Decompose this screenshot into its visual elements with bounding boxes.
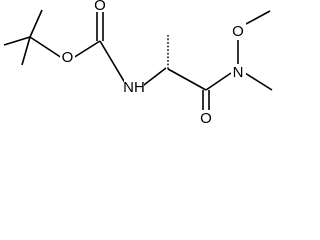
n-carbamate-label-bg xyxy=(124,80,144,96)
o-ester-label-bg xyxy=(60,50,75,66)
bond-methoxy-oxygen-to-methyl xyxy=(245,10,271,25)
o-boc-carbonyl-label: O xyxy=(94,0,106,14)
n-carbamate-label: NH xyxy=(123,79,145,96)
chemical-structure: O O NH O N O xyxy=(0,0,284,132)
o-methoxy-label-bg xyxy=(231,23,246,40)
bond-amide-carbonyl-to-n xyxy=(205,72,232,91)
o-amide-label-bg xyxy=(199,110,214,126)
bond-tbu-methyl-down xyxy=(21,36,31,66)
bond-n-to-methyl xyxy=(244,72,273,91)
bond-tbu-methyl-left xyxy=(3,36,31,46)
o-amide-label: O xyxy=(200,110,212,127)
bond-nh-to-alpha xyxy=(139,67,167,89)
bond-oxygen-to-carbonyl xyxy=(72,40,101,59)
o-ester-label: O xyxy=(62,49,74,66)
bond-carbonyl-to-nh xyxy=(99,40,129,89)
n-amide-label: N xyxy=(233,64,244,81)
bond-alpha-to-amide-carbonyl xyxy=(167,68,207,91)
o-methoxy-label: O xyxy=(232,23,244,40)
bond-tbu-methyl-up xyxy=(29,9,43,38)
o-boc-carbonyl-label-bg xyxy=(94,0,107,12)
n-amide-label-bg xyxy=(231,64,246,81)
bond-tbu-to-oxygen xyxy=(29,36,63,59)
structure-drawing: O O NH O N O xyxy=(3,0,273,127)
